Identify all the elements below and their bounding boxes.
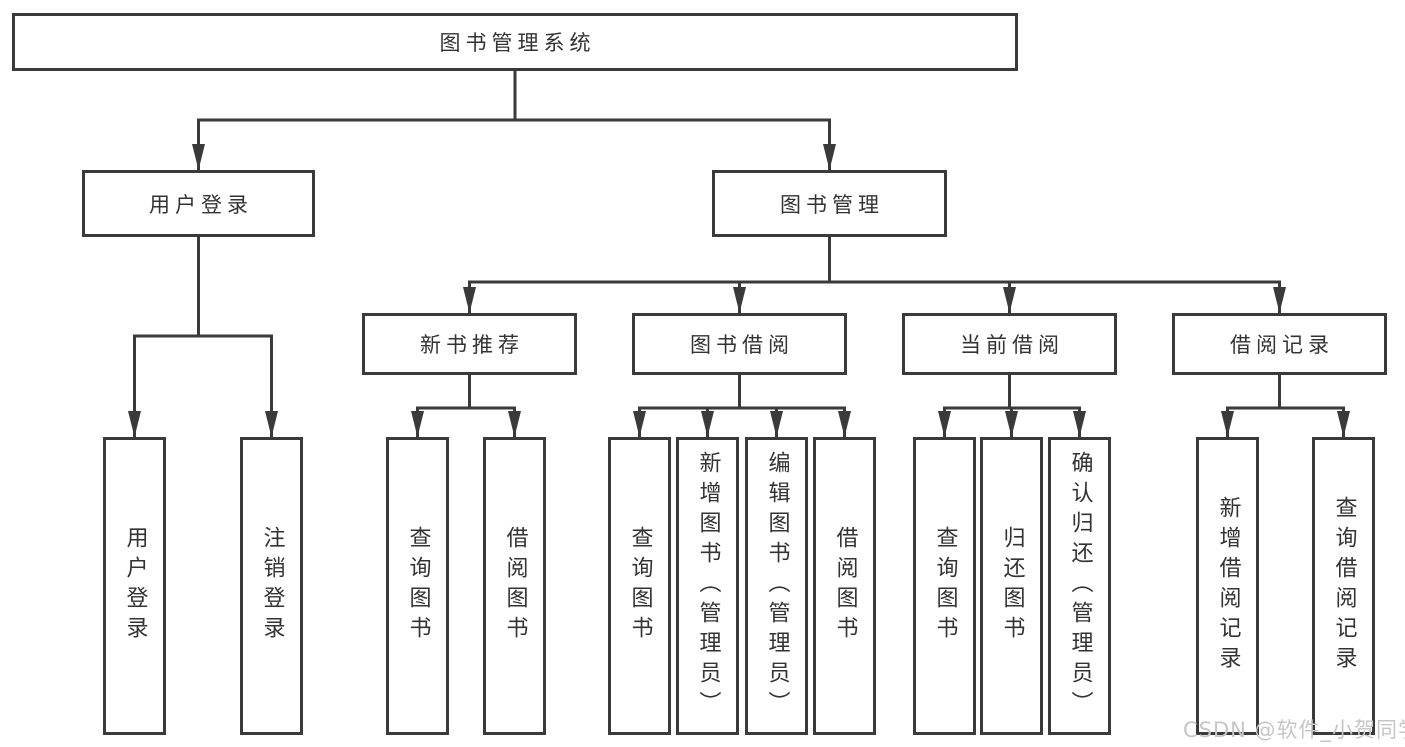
node-label: 借阅图书	[502, 526, 528, 646]
node-new-book-recommend: 新书推荐	[362, 313, 577, 375]
node-label: 查询图书	[932, 526, 958, 646]
leaf-borrow-books-recommend: 借阅图书	[483, 437, 546, 735]
node-label: 确认归还（管理员）	[1067, 451, 1093, 721]
leaf-confirm-return-admin: 确认归还（管理员）	[1048, 437, 1111, 735]
node-label: 借阅记录	[1230, 333, 1334, 357]
node-label: 图书管理系统	[439, 31, 596, 55]
node-label: 新书推荐	[420, 333, 524, 357]
node-label: 图书管理	[780, 192, 884, 217]
leaf-edit-book-admin: 编辑图书（管理员）	[745, 437, 808, 735]
node-book-management: 图书管理	[712, 170, 947, 237]
node-label: 新增图书（管理员）	[695, 451, 721, 721]
node-root-system: 图书管理系统	[12, 13, 1018, 71]
leaf-add-book-admin: 新增图书（管理员）	[676, 437, 739, 735]
leaf-query-books-recommend: 查询图书	[386, 437, 449, 735]
leaf-query-books-borrow: 查询图书	[608, 437, 671, 735]
node-current-borrow: 当前借阅	[902, 313, 1117, 375]
node-label: 查询图书	[627, 526, 653, 646]
node-book-borrow: 图书借阅	[632, 313, 847, 375]
leaf-borrow-books: 借阅图书	[813, 437, 876, 735]
node-label: 借阅图书	[832, 526, 858, 646]
leaf-query-books-current: 查询图书	[913, 437, 976, 735]
node-label: 用户登录	[122, 526, 148, 646]
node-borrow-records: 借阅记录	[1172, 313, 1387, 375]
leaf-user-login: 用户登录	[103, 437, 166, 735]
node-label: 新增借阅记录	[1215, 496, 1241, 676]
node-user-login: 用户登录	[82, 170, 315, 237]
node-label: 归还图书	[999, 526, 1025, 646]
node-label: 图书借阅	[690, 333, 794, 357]
node-label: 用户登录	[149, 192, 253, 217]
node-label: 查询借阅记录	[1331, 496, 1357, 676]
csdn-watermark: CSDN @软件_小贺同学	[1183, 718, 1405, 742]
node-label: 当前借阅	[960, 333, 1064, 357]
leaf-return-book: 归还图书	[980, 437, 1043, 735]
node-label: 编辑图书（管理员）	[764, 451, 790, 721]
leaf-add-borrow-record: 新增借阅记录	[1196, 437, 1259, 735]
leaf-logout: 注销登录	[240, 437, 303, 735]
node-label: 查询图书	[405, 526, 431, 646]
node-label: 注销登录	[259, 526, 285, 646]
leaf-query-borrow-record: 查询借阅记录	[1312, 437, 1375, 735]
